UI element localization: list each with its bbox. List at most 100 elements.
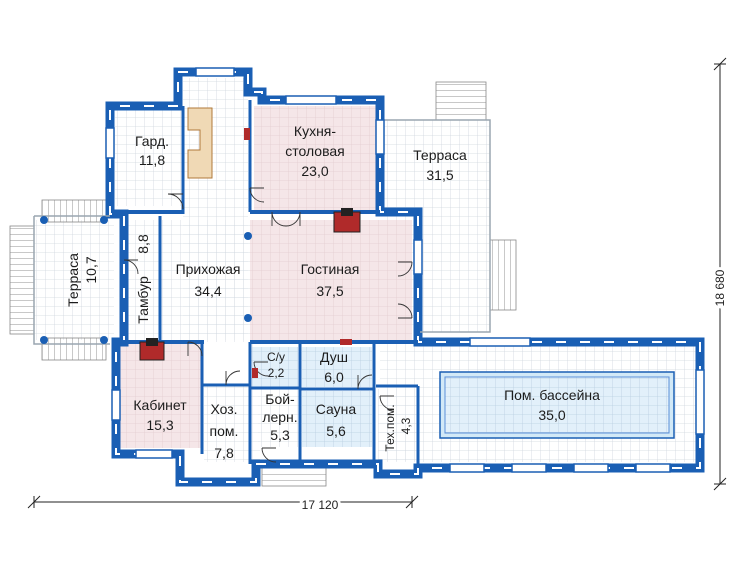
room-labels: Гард. 11,8 Кухня- столовая 23,0 Терраса … xyxy=(65,123,600,461)
door-kitchen xyxy=(249,187,265,203)
window-pool-top xyxy=(469,337,531,347)
column-6 xyxy=(100,336,108,344)
area-gard: 11,8 xyxy=(139,152,165,168)
column-2 xyxy=(244,314,252,322)
window-kitchen-right xyxy=(375,119,385,155)
door-terrace xyxy=(397,261,413,277)
column-1 xyxy=(244,232,252,240)
area-living: 37,5 xyxy=(316,283,343,299)
door-cabinet xyxy=(187,341,203,357)
living-floor xyxy=(250,220,412,342)
dimension-height xyxy=(713,57,727,491)
window-living-right xyxy=(413,239,423,275)
door-wc xyxy=(253,361,269,377)
utility-floor xyxy=(204,386,250,462)
fireplace-cabinet-inner xyxy=(146,338,158,346)
steps-left-top xyxy=(41,199,107,223)
area-wc: 2,2 xyxy=(268,366,285,380)
door-living-right xyxy=(397,303,413,319)
shower-floor xyxy=(302,347,372,387)
railing-terrace-left xyxy=(33,215,110,345)
area-tambur: 8,8 xyxy=(135,234,151,254)
steps-top-right xyxy=(435,81,487,121)
vent-living xyxy=(340,339,352,345)
door-utility xyxy=(225,370,241,386)
hall-floor-lower xyxy=(160,220,250,342)
door-boiler xyxy=(261,447,277,463)
area-terrace-right: 31,5 xyxy=(426,167,453,183)
window-gard-left xyxy=(105,127,115,159)
steps-left-bottom xyxy=(41,337,107,361)
area-shower: 6,0 xyxy=(324,369,344,385)
main-staircase xyxy=(187,107,213,179)
floors xyxy=(34,78,700,462)
door-shower xyxy=(357,374,373,390)
column-4 xyxy=(40,336,48,344)
area-hall: 34,4 xyxy=(194,283,221,299)
terrace-left-floor xyxy=(34,220,114,340)
label-kitchen-2: столовая xyxy=(285,143,345,159)
dimension-width xyxy=(27,495,419,509)
area-utility: 7,8 xyxy=(214,445,234,461)
label-tambur: Тамбур xyxy=(135,276,151,324)
doors xyxy=(123,187,413,463)
gard-floor xyxy=(115,106,183,206)
label-boiler-1: Бой- xyxy=(265,391,295,407)
window-pool-bottom-4 xyxy=(635,463,671,473)
boiler-floor xyxy=(258,389,300,447)
label-kitchen-1: Кухня- xyxy=(294,123,336,139)
label-utility-2: пом. xyxy=(210,423,239,439)
label-gard: Гард. xyxy=(135,133,169,149)
window-cabinet-left xyxy=(111,389,121,421)
window-pool-bottom-3 xyxy=(573,463,609,473)
area-kitchen: 23,0 xyxy=(301,163,328,179)
label-boiler-2: лерн. xyxy=(262,409,297,425)
area-terrace-left: 10,7 xyxy=(83,256,99,283)
area-boiler: 5,3 xyxy=(270,427,290,443)
dimension-width-label: 17 120 xyxy=(302,498,339,512)
area-tech: 4,3 xyxy=(399,417,413,434)
steps-left-side xyxy=(9,225,35,335)
door-kitchen-living xyxy=(271,211,301,227)
door-pool xyxy=(379,395,395,411)
door-tambur xyxy=(123,259,139,275)
window-cabinet-bottom xyxy=(135,449,173,459)
area-cabinet: 15,3 xyxy=(146,417,173,433)
label-tech: Тех.пом. xyxy=(383,404,397,451)
column-5 xyxy=(100,216,108,224)
railing-terrace-right xyxy=(384,119,491,333)
label-living: Гостиная xyxy=(301,261,360,277)
vent-hall xyxy=(252,368,258,378)
tambur-floor xyxy=(124,220,159,340)
fireplace-living-inner xyxy=(341,208,353,216)
label-cabinet: Кабинет xyxy=(133,397,187,413)
area-sauna: 5,6 xyxy=(326,423,346,439)
windows xyxy=(105,67,705,473)
window-pool-bottom-1 xyxy=(449,463,485,473)
window-hall-top xyxy=(195,67,235,77)
label-pool: Пом. бассейна xyxy=(504,387,600,403)
column-3 xyxy=(40,216,48,224)
label-wc: С/у xyxy=(267,350,285,364)
wc-floor xyxy=(252,347,298,387)
kitchen-floor xyxy=(254,106,376,210)
vent-kitchen xyxy=(244,128,250,140)
fixtures xyxy=(40,128,361,378)
label-terrace-left: Терраса xyxy=(65,253,81,307)
label-shower: Душ xyxy=(320,349,348,365)
door-gard xyxy=(167,193,184,210)
area-pool: 35,0 xyxy=(538,407,565,423)
label-sauna: Сауна xyxy=(316,401,357,417)
dimension-height-label: 18 680 xyxy=(713,269,727,306)
label-hall: Прихожая xyxy=(176,261,241,277)
window-kitchen-top xyxy=(285,95,337,105)
window-pool-bottom-2 xyxy=(511,463,547,473)
steps-right xyxy=(489,239,517,311)
corridor-floor xyxy=(250,342,260,462)
label-terrace-right: Терраса xyxy=(413,147,467,163)
pool-water-inner xyxy=(444,376,670,434)
label-utility-1: Хоз. xyxy=(210,401,237,417)
window-pool-right xyxy=(695,369,705,435)
sauna-floor xyxy=(302,391,372,447)
